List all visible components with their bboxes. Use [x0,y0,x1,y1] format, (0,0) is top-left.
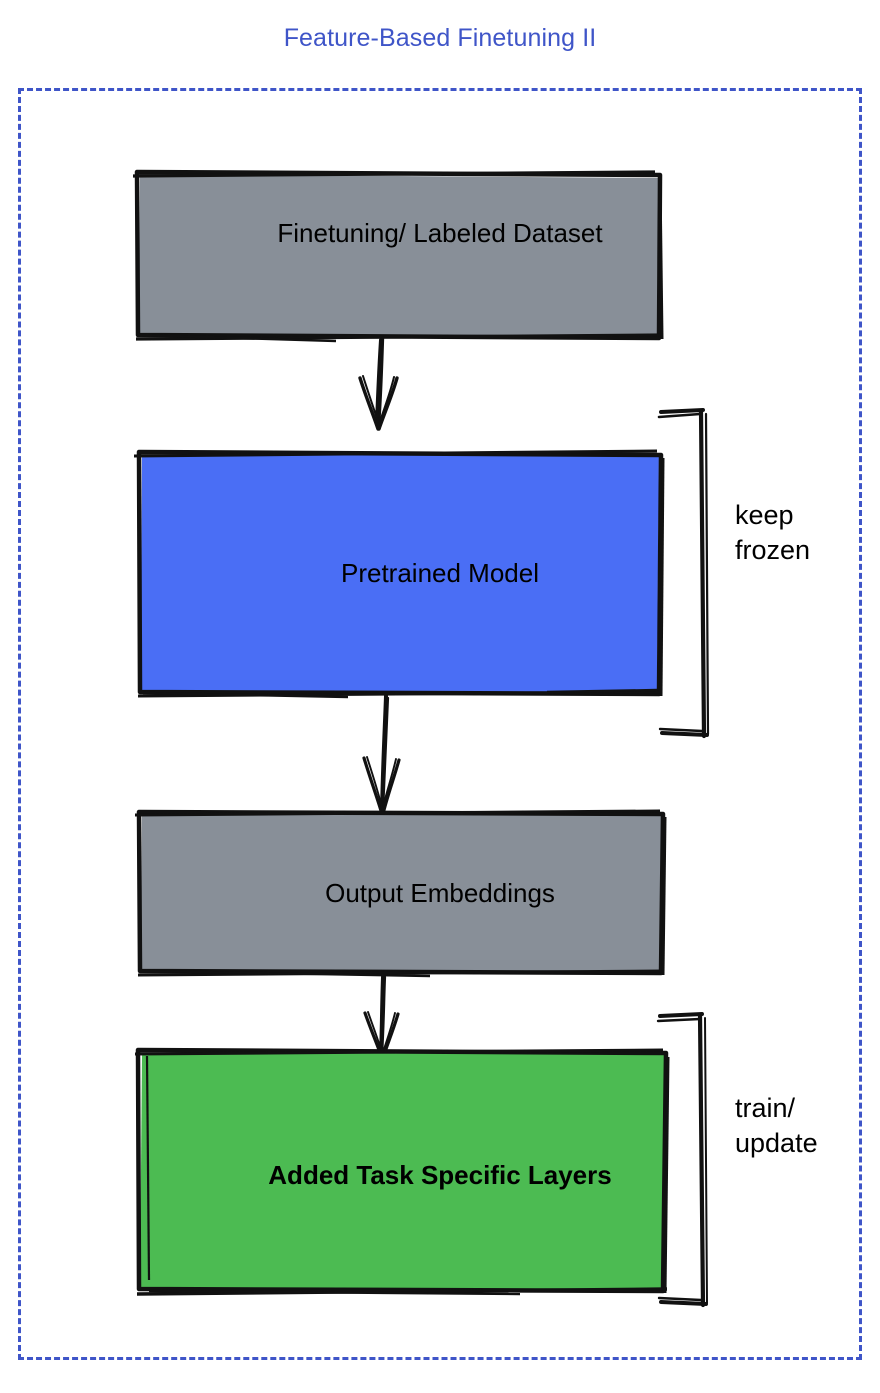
bracket-label-train-update-line-1: train/ [735,1093,796,1123]
bracket-label-train-update: train/ update [735,1091,818,1160]
bracket-label-keep-frozen: keep frozen [735,498,810,567]
page-title: Feature-Based Finetuning II [283,24,597,52]
node-label-task-specific-layers: Added Task Specific Layers [268,1160,612,1190]
node-label-dataset: Finetuning/ Labeled Dataset [277,218,603,248]
dashed-boundary-frame [18,88,862,1360]
bracket-label-train-update-line-2: update [735,1127,818,1158]
bracket-label-keep-frozen-line-1: keep [735,500,794,530]
node-label-output-embeddings: Output Embeddings [325,878,555,908]
bracket-label-keep-frozen-line-2: frozen [735,534,811,565]
node-label-pretrained-model: Pretrained Model [341,558,539,588]
